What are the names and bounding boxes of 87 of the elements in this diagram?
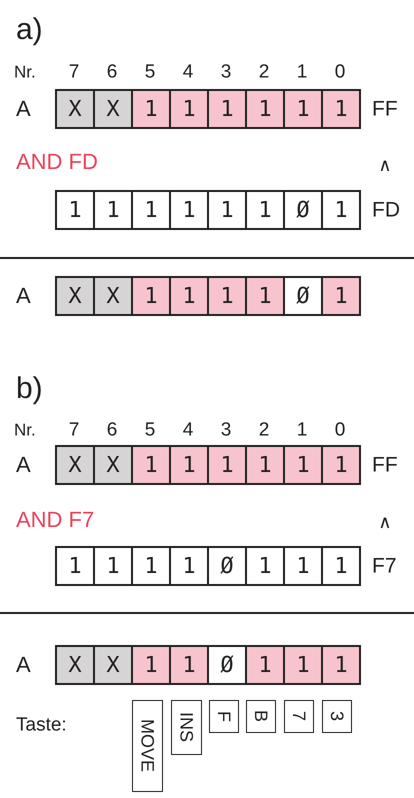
bit-cell: 1 [321, 445, 361, 485]
bit-number: 4 [182, 62, 194, 82]
bit-cell: 1 [245, 190, 285, 230]
register-label: A [16, 654, 31, 676]
hex-value: FF [372, 98, 398, 120]
bit-cell: 1 [169, 89, 209, 129]
bit-cell: X [93, 445, 133, 485]
operation-label: AND F7 [16, 509, 94, 531]
key-cap: B [246, 700, 276, 733]
bit-number: 2 [258, 62, 270, 82]
bit-cell: 1 [321, 276, 361, 316]
register-label: A [16, 285, 31, 307]
hex-value: FF [372, 454, 398, 476]
bit-number: 1 [296, 420, 308, 440]
bit-cell: 1 [131, 546, 171, 586]
bit-cell: X [55, 276, 95, 316]
bit-cell: Ø [283, 190, 323, 230]
bit-cell: 1 [55, 546, 95, 586]
bit-number: 6 [106, 420, 118, 440]
bit-cell: X [55, 445, 95, 485]
bit-cell: 1 [245, 546, 285, 586]
bit-number: 7 [68, 420, 80, 440]
bit-number: 7 [68, 62, 80, 82]
bit-number: 0 [334, 420, 346, 440]
bit-cell: 1 [321, 89, 361, 129]
bit-number: 1 [296, 62, 308, 82]
bit-cell: 1 [245, 89, 285, 129]
bit-number: 0 [334, 62, 346, 82]
key-cap: INS [171, 700, 202, 755]
bit-cell: 1 [169, 276, 209, 316]
bit-cell: 1 [245, 445, 285, 485]
bit-cell: 1 [283, 445, 323, 485]
bit-cell: 1 [321, 645, 361, 685]
bit-number: 3 [220, 62, 232, 82]
bit-cell: 1 [169, 546, 209, 586]
bit-cell: 1 [207, 445, 247, 485]
bit-cell: 1 [321, 546, 361, 586]
bit-cell: 1 [131, 276, 171, 316]
bit-cell: X [55, 89, 95, 129]
bit-cell: 1 [207, 190, 247, 230]
register-label: A [16, 98, 31, 120]
bit-number: 3 [220, 420, 232, 440]
bit-cell: Ø [283, 276, 323, 316]
and-symbol: ∧ [378, 513, 392, 531]
bit-cell: Ø [207, 546, 247, 586]
bit-cell: 1 [169, 645, 209, 685]
bit-cell: 1 [283, 89, 323, 129]
bit-cell: X [93, 276, 133, 316]
bit-cell: 1 [131, 190, 171, 230]
bit-number: 5 [144, 62, 156, 82]
bit-number: 5 [144, 420, 156, 440]
key-cap: F [209, 700, 239, 733]
row-label: Nr. [14, 64, 36, 80]
bit-cell: 1 [283, 546, 323, 586]
bit-cell: 1 [131, 89, 171, 129]
bit-cell: X [55, 645, 95, 685]
and-symbol: ∧ [378, 156, 392, 174]
bit-cell: X [93, 645, 133, 685]
operation-label: AND FD [16, 151, 98, 173]
bit-number: 2 [258, 420, 270, 440]
bit-cell: 1 [245, 645, 285, 685]
bit-cell: 1 [321, 190, 361, 230]
section-label: b) [16, 374, 43, 404]
row-label: Nr. [14, 422, 36, 438]
bit-cell: 1 [131, 445, 171, 485]
hex-value: F7 [372, 556, 397, 576]
bit-cell: 1 [55, 190, 95, 230]
bit-cell: 1 [207, 89, 247, 129]
key-cap: MOVE [132, 700, 163, 792]
bit-cell: Ø [207, 645, 247, 685]
hex-value: FD [372, 200, 400, 220]
bit-number: 6 [106, 62, 118, 82]
bit-cell: 1 [93, 190, 133, 230]
bit-cell: 1 [207, 276, 247, 316]
bit-cell: 1 [93, 546, 133, 586]
bit-cell: 1 [169, 445, 209, 485]
section-label: a) [16, 15, 43, 45]
key-cap: 7 [284, 700, 314, 733]
bit-cell: X [93, 89, 133, 129]
bit-cell: 1 [131, 645, 171, 685]
key-caption: Taste: [16, 716, 67, 734]
register-label: A [16, 454, 31, 476]
key-cap: 3 [322, 700, 352, 733]
bit-cell: 1 [245, 276, 285, 316]
bit-cell: 1 [169, 190, 209, 230]
bit-number: 4 [182, 420, 194, 440]
bit-cell: 1 [283, 645, 323, 685]
